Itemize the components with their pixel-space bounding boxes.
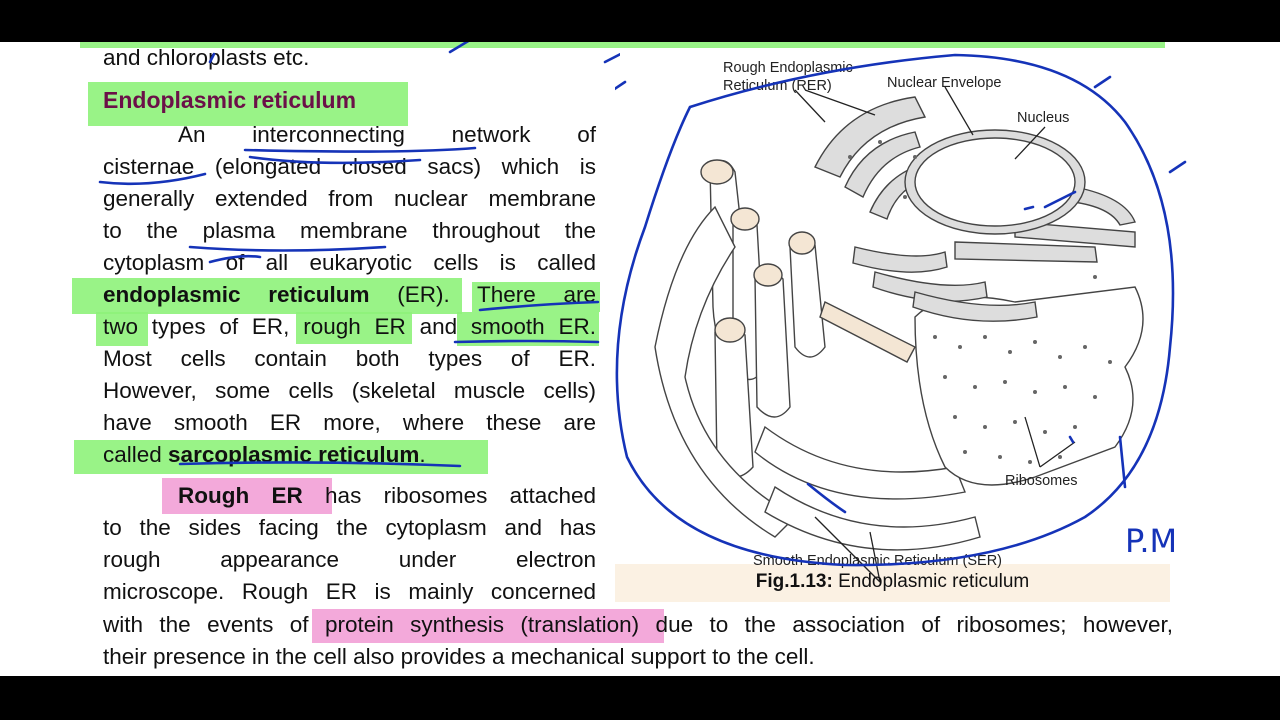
label-ser: Smooth Endoplasmic Reticulum (SER)	[753, 553, 1002, 569]
ink-initials: P.M	[1125, 522, 1177, 560]
label-rer-line1: Rough Endoplasmic	[723, 60, 853, 76]
text-span: .	[419, 442, 426, 467]
term-endoplasmic-reticulum: endoplasmic reticulum	[103, 282, 370, 307]
highlight-rough-er-p2	[162, 478, 332, 514]
text-line: have smooth ER more, where these are	[103, 410, 596, 435]
highlight-heading	[88, 82, 408, 126]
text-ink-annotations	[98, 42, 620, 468]
text-span: called	[103, 442, 169, 467]
leader-lines	[794, 86, 1076, 583]
caption-background	[615, 564, 1170, 602]
highlight-er-bold	[72, 278, 462, 314]
text-line: generally extended from nuclear membrane	[103, 186, 596, 211]
caption-text: Endoplasmic reticulum	[832, 571, 1030, 592]
highlight-top-strip	[80, 42, 1165, 48]
label-nuclear-envelope: Nuclear Envelope	[887, 75, 1001, 91]
highlight-there-are	[472, 282, 600, 312]
rer-illustration	[814, 96, 1144, 486]
caption-label: Fig.1.13:	[755, 571, 833, 592]
text-line: their presence in the cell also provides…	[103, 644, 815, 669]
text-line: Most cells contain both types of ER.	[103, 346, 596, 371]
highlight-protein-synthesis	[312, 609, 664, 643]
text-line: with the events of protein synthesis (tr…	[103, 612, 1173, 637]
text-line: cytoplasm of all eukaryotic cells is cal…	[103, 250, 596, 275]
ribosome-dots	[848, 140, 1112, 464]
label-nucleus: Nucleus	[1017, 110, 1069, 126]
text-line-chloroplasts: and chloroplasts etc.	[103, 45, 310, 70]
text-line: However, some cells (skeletal muscle cel…	[103, 378, 596, 403]
label-ribosomes: Ribosomes	[1005, 473, 1078, 489]
text-line: microscope. Rough ER is mainly concerned	[103, 579, 596, 604]
text-line: to the sides facing the cytoplasm and ha…	[103, 515, 596, 540]
document-page: and chloroplasts etc. Endoplasmic reticu…	[0, 42, 1280, 676]
highlight-sarcoplasmic	[74, 440, 488, 474]
er-figure: Rough Endoplasmic Reticulum (RER) Nuclea…	[615, 53, 1187, 583]
text-line: to the plasma membrane throughout the	[103, 218, 596, 243]
text-span: has ribosomes attached	[302, 483, 596, 508]
ser-illustration	[654, 159, 981, 551]
section-heading: Endoplasmic reticulum	[103, 87, 357, 113]
figure-caption: Fig.1.13: Endoplasmic reticulum	[615, 567, 1170, 597]
text-line: An interconnecting network of	[178, 122, 596, 147]
text-line: cisternae (elongated closed sacs) which …	[103, 154, 596, 179]
highlight-two-types	[96, 312, 148, 346]
term-rough-er: Rough ER	[178, 483, 303, 508]
highlight-rough-er	[296, 312, 412, 344]
text-line: rough appearance under electron	[103, 547, 596, 572]
text-line: two types of ER, rough ER and smooth ER.	[103, 314, 596, 339]
text-line-rough-er: Rough ER has ribosomes attached	[103, 480, 596, 512]
ink-annotations: P.M	[615, 53, 1187, 567]
